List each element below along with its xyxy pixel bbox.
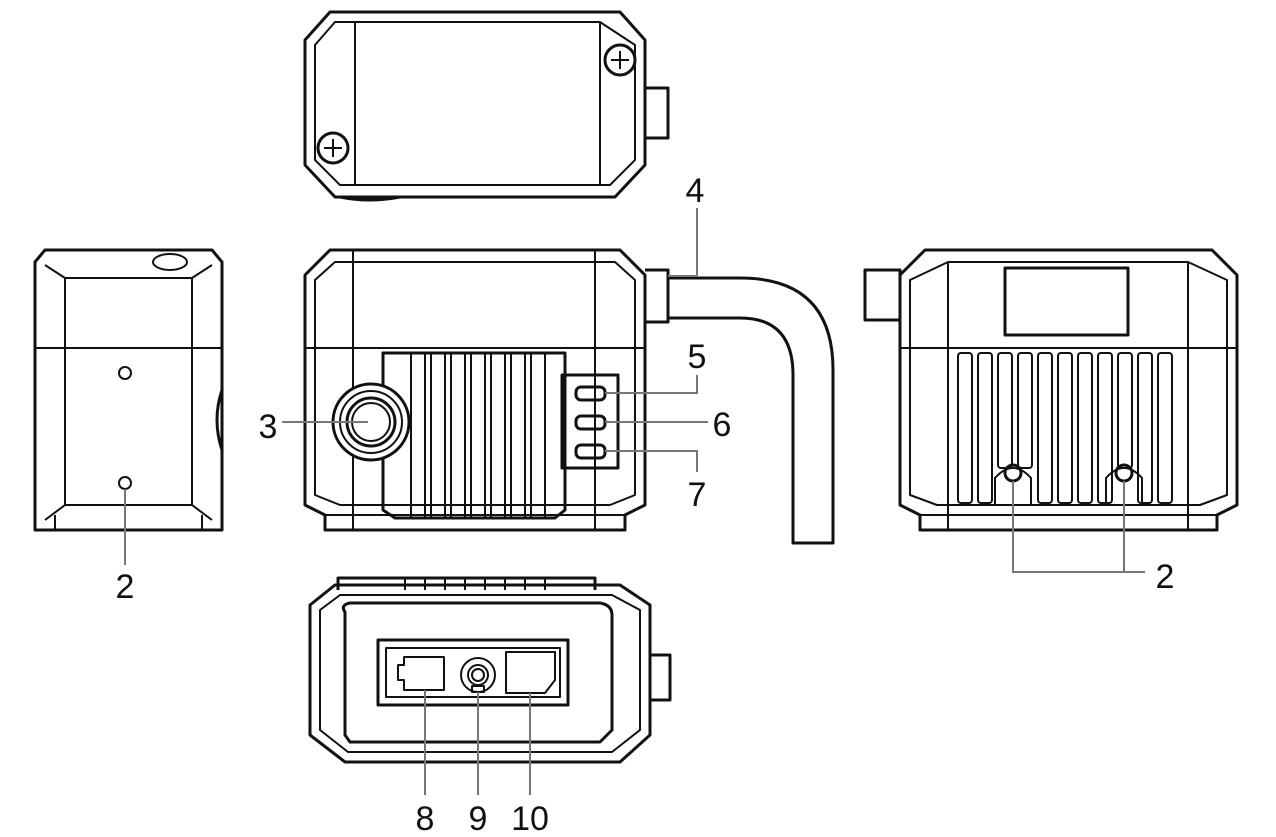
screw-icon xyxy=(316,131,350,165)
callout-4: 4 xyxy=(686,172,705,210)
callout-3: 3 xyxy=(259,408,278,446)
callout-2-left: 2 xyxy=(116,568,135,606)
led-indicator xyxy=(574,385,607,402)
top-view xyxy=(303,10,670,202)
mount-hole xyxy=(118,476,132,490)
callout-10: 10 xyxy=(511,800,549,837)
front-view: 3 4 5 6 7 xyxy=(259,172,835,545)
cooling-fins xyxy=(957,352,1173,504)
cooling-fins xyxy=(410,352,546,519)
bottom-view: 8 9 10 xyxy=(308,576,672,837)
card-slot xyxy=(505,651,556,694)
callout-6: 6 xyxy=(713,406,732,444)
rear-view: 2 xyxy=(863,248,1239,596)
port xyxy=(397,656,445,691)
connector xyxy=(648,653,672,702)
led-indicator xyxy=(574,414,607,431)
left-side-view: 2 xyxy=(33,248,224,606)
callout-8: 8 xyxy=(416,800,435,837)
screw-icon xyxy=(603,43,637,77)
callout-9: 9 xyxy=(469,800,488,837)
connector xyxy=(863,268,902,322)
callout-7: 7 xyxy=(688,476,707,514)
label-window xyxy=(1003,266,1130,337)
cable xyxy=(668,276,835,545)
control-window xyxy=(376,638,570,707)
mount-hole xyxy=(118,366,132,380)
callout-2-right: 2 xyxy=(1156,558,1175,596)
rotary-dial xyxy=(460,657,496,693)
led-indicator xyxy=(574,443,607,460)
connector xyxy=(643,86,670,140)
callout-5: 5 xyxy=(688,338,707,376)
